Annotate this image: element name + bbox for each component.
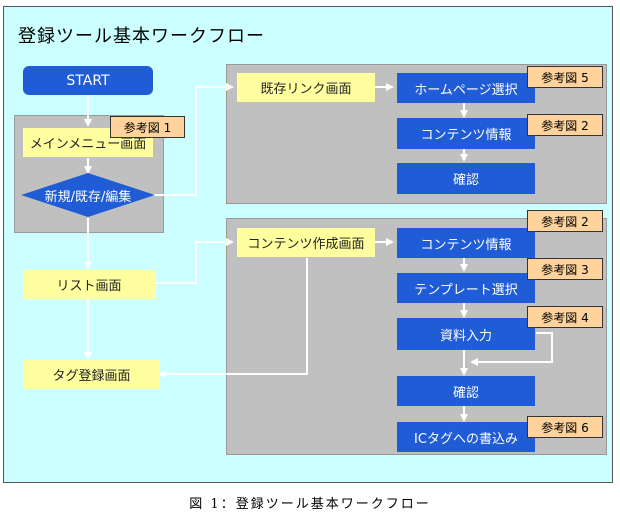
contents-create-screen: コンテンツ作成画面 [237,228,375,257]
ref-template: 参考図 3 [527,258,603,280]
ref-contents-1: 参考図 2 [527,114,603,136]
template-select: テンプレート選択 [397,273,535,303]
confirm-2: 確認 [397,376,535,406]
ref-main-menu: 参考図 1 [110,116,185,138]
existing-link-screen: 既存リンク画面 [237,73,375,102]
ref-material: 参考図 4 [527,306,603,328]
material-input: 資料入力 [397,318,535,350]
diagram-title: 登録ツール基本ワークフロー [18,26,265,47]
figure-caption: 図 1：登録ツール基本ワークフロー [189,497,431,512]
list-screen: リスト画面 [23,270,155,299]
start-node: START [23,66,153,95]
contents-info-2: コンテンツ情報 [397,228,535,258]
homepage-select: ホームページ選択 [397,73,535,103]
contents-info-1: コンテンツ情報 [397,118,535,149]
ref-ic-tag: 参考図 6 [527,416,603,438]
decision-label: 新規/既存/編集 [44,189,132,205]
tag-register-screen: タグ登録画面 [23,360,160,389]
confirm-1: 確認 [397,163,535,194]
ref-homepage: 参考図 5 [527,66,603,88]
ref-contents-2: 参考図 2 [527,210,603,232]
ic-tag-write: ICタグへの書込み [397,422,535,452]
